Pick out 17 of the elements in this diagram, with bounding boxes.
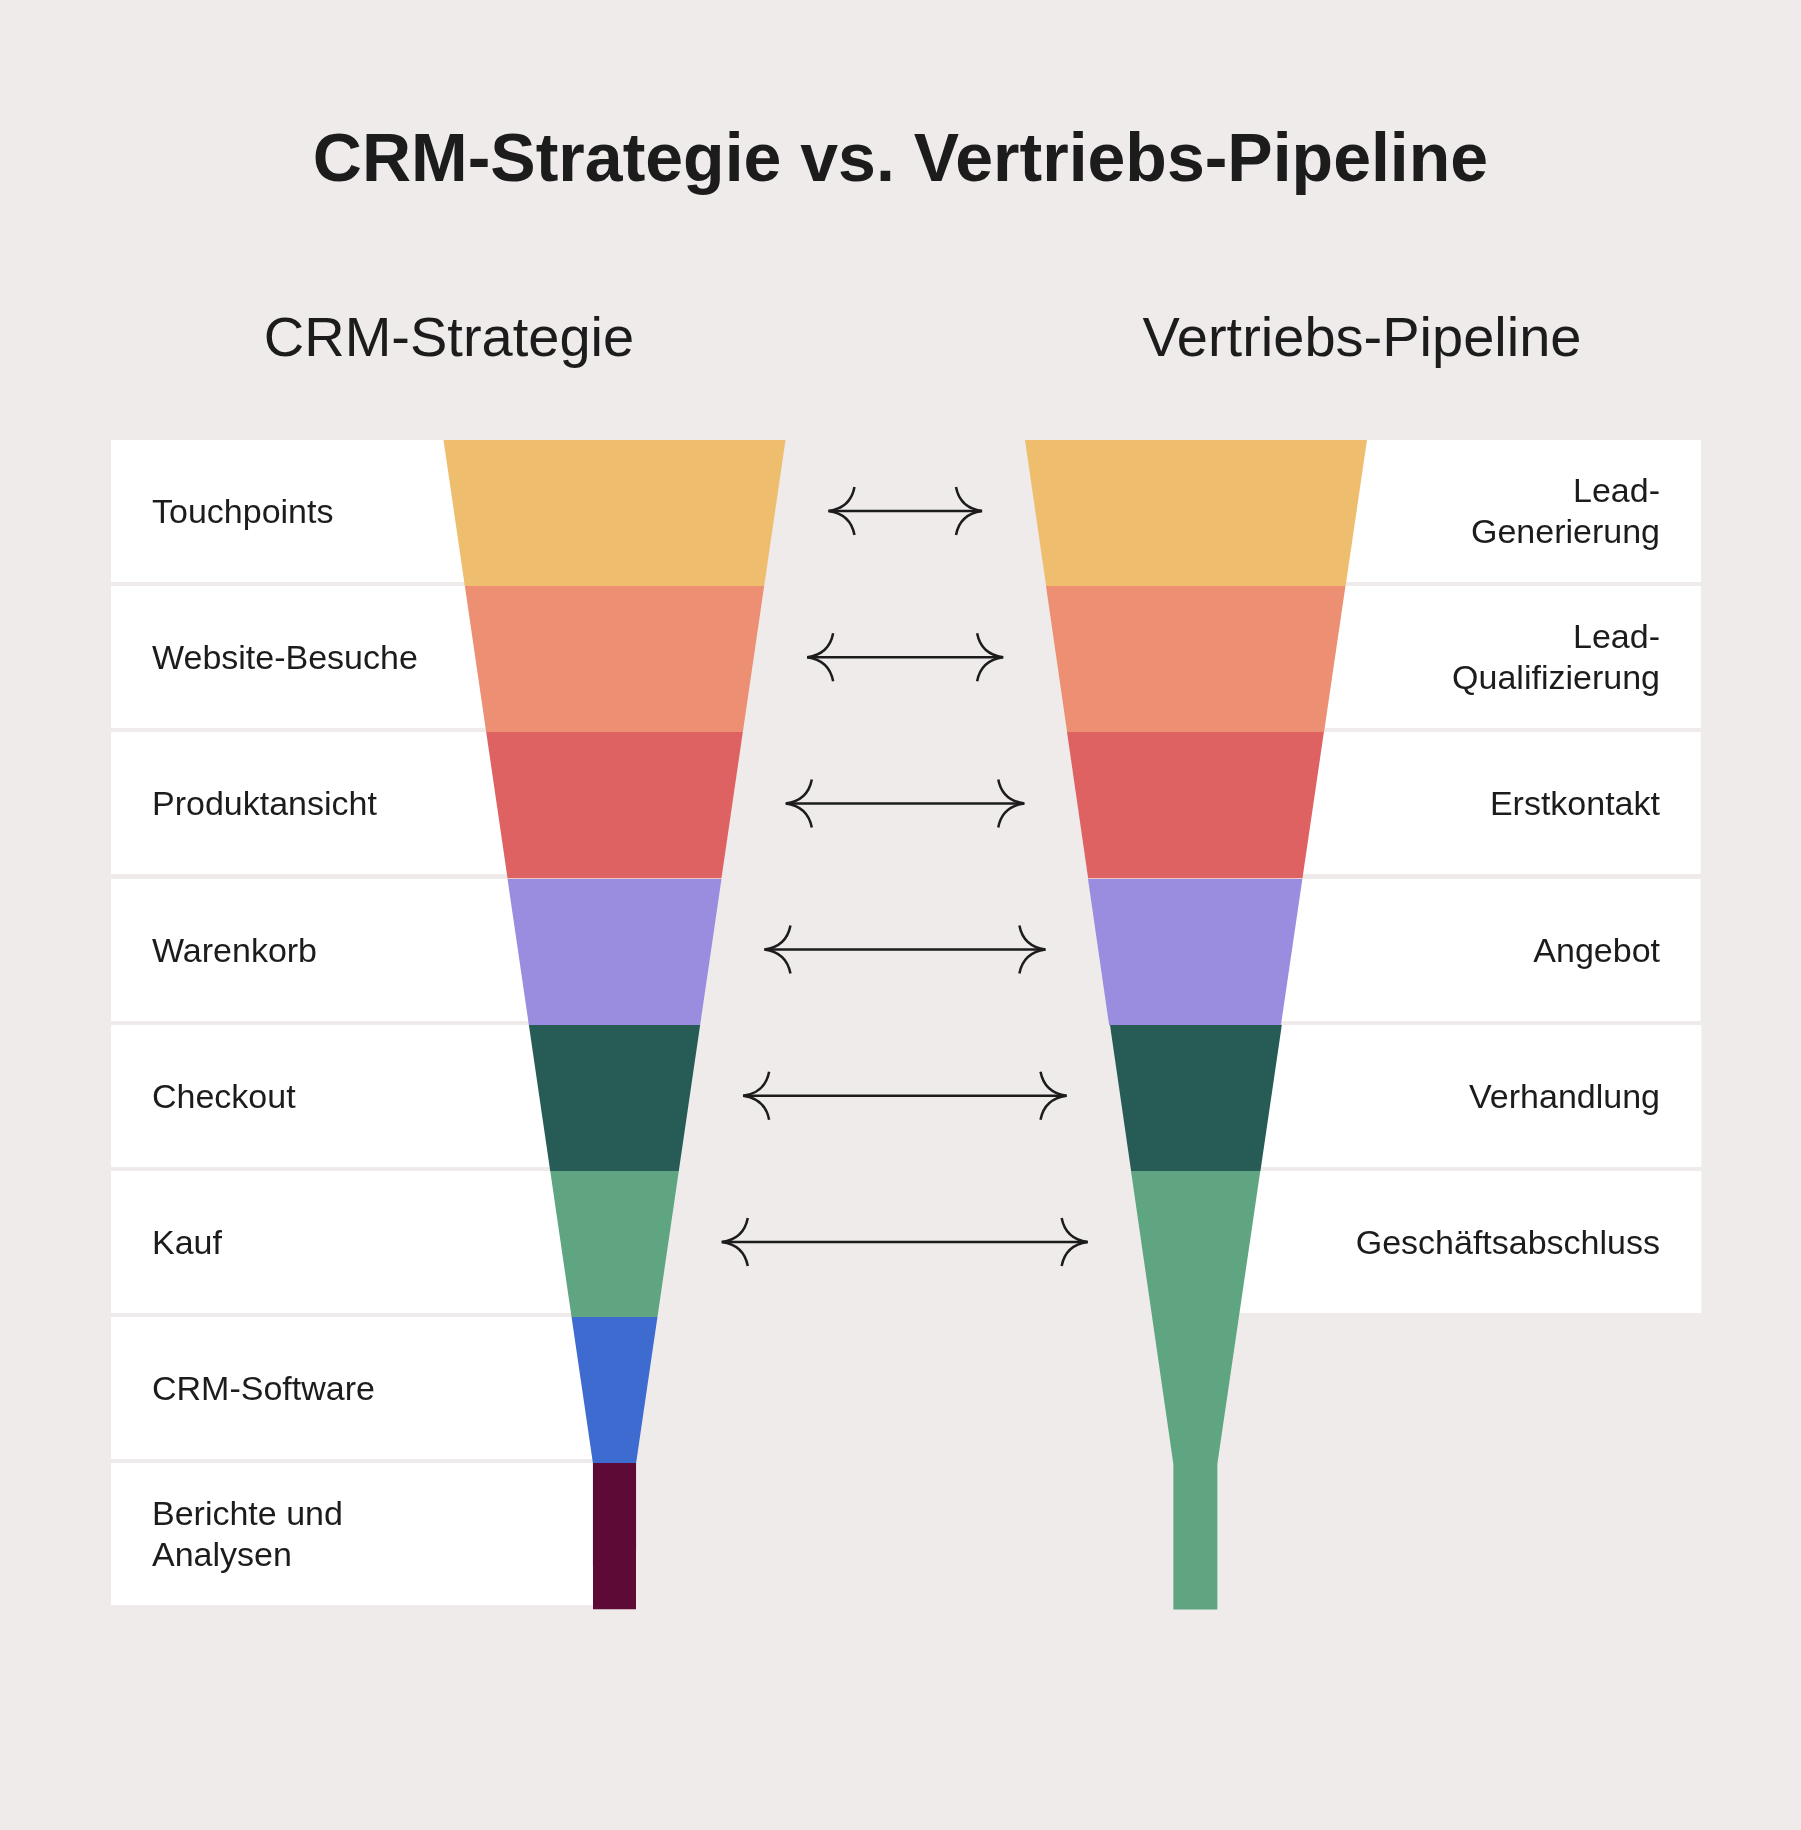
stage-label: CRM-Software bbox=[152, 1367, 375, 1409]
stage-label: Website-Besuche bbox=[152, 636, 418, 678]
stage-label: Berichte und Analysen bbox=[152, 1493, 344, 1576]
stage-label: Touchpoints bbox=[152, 490, 334, 532]
stage-label: Geschäftsabschluss bbox=[1355, 1221, 1660, 1263]
stage-label: Angebot bbox=[1533, 929, 1660, 970]
stage-label: Checkout bbox=[152, 1075, 296, 1117]
stage-label: Produktansicht bbox=[152, 783, 377, 824]
column-heading: CRM-Strategie bbox=[262, 304, 636, 369]
stage-label: Verhandlung bbox=[1469, 1075, 1660, 1117]
stage-label: Lead-Generierung bbox=[1470, 470, 1660, 552]
stage-label: Kauf bbox=[152, 1221, 222, 1263]
stage-label: Erstkontakt bbox=[1489, 783, 1660, 824]
diagram-title: CRM-Strategie vs. Vertriebs-Pipeline bbox=[311, 118, 1490, 196]
stage-label: Lead-Qualifizierung bbox=[1451, 616, 1660, 698]
column-heading: Vertriebs-Pipeline bbox=[1141, 304, 1583, 369]
stage-label: Warenkorb bbox=[152, 929, 318, 970]
